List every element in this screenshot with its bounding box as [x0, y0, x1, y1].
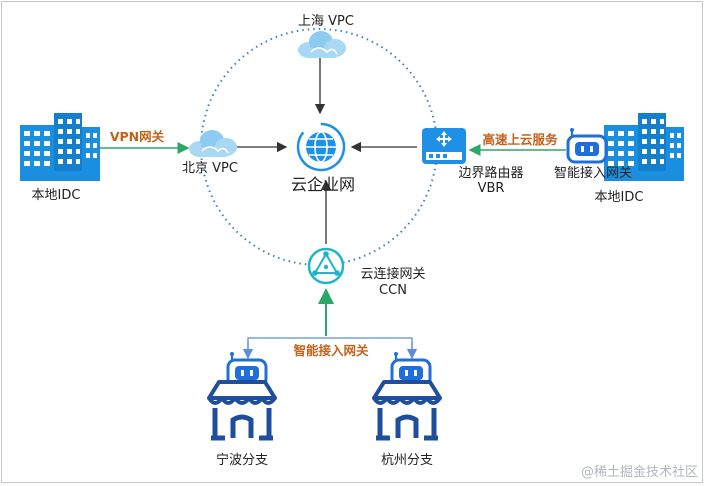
ccn-label-line2: CCN [379, 283, 407, 298]
idc-right-label: 本地IDC [594, 190, 644, 205]
idc-left-label: 本地IDC [31, 188, 81, 203]
beijing-vpc-cloud-icon [188, 129, 238, 158]
vbr-label-line1: 边界路由器 [458, 166, 524, 181]
hangzhou-label: 杭州分支 [380, 453, 434, 468]
vbr-router-icon [422, 128, 466, 164]
ningbo-label: 宁波分支 [215, 453, 269, 468]
idc-left-building-icon [20, 113, 100, 181]
ccn-label-line1: 云连接网关 [360, 267, 426, 282]
vbr-label-line2: VBR [477, 181, 505, 196]
vpn-gateway-edge-label: VPN网关 [109, 129, 165, 144]
cen-label: 云企业网 [290, 175, 356, 194]
shanghai-vpc-label: 上海 VPC [298, 14, 354, 29]
express-connect-edge-label: 高速上云服务 [482, 132, 558, 147]
shanghai-vpc-cloud-icon [297, 30, 347, 59]
watermark: @稀土掘金技术社区 [580, 465, 698, 480]
ningbo-store-icon [209, 382, 275, 438]
beijing-vpc-label: 北京 VPC [182, 161, 238, 176]
smart-gateway-right-robot-icon [566, 126, 608, 164]
smart-gateway-right-label: 智能接入网关 [553, 166, 633, 181]
ccn-gateway-icon [307, 247, 345, 285]
cen-globe-icon [296, 122, 346, 172]
hangzhou-store-icon [374, 382, 440, 438]
smart-gateway-edge-label: 智能接入网关 [293, 343, 369, 358]
